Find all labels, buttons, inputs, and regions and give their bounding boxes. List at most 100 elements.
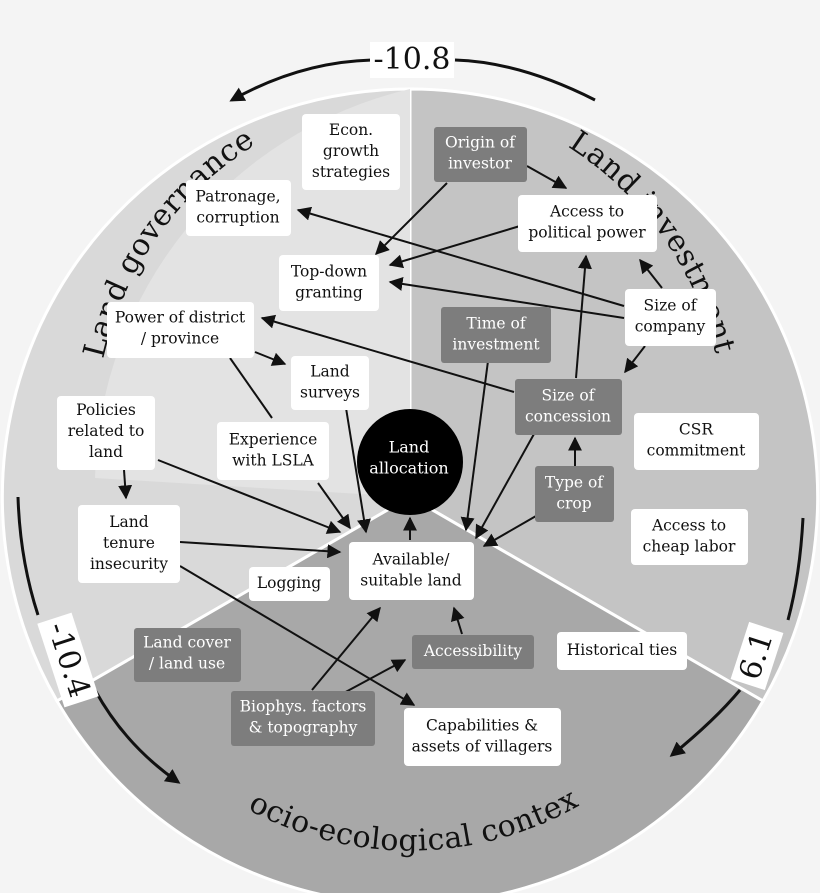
node-historical-ties: Historical ties (557, 632, 687, 670)
node-logging-text: Logging (257, 574, 321, 592)
accessibility-line-1: Accessibility (423, 642, 523, 660)
node-available-land: Available/suitable land (349, 542, 474, 600)
econ-growth-line-2: growth (323, 142, 379, 160)
cheap-labor-line-2: cheap labor (643, 538, 736, 556)
policies-line-1: Policies (76, 401, 136, 419)
node-patronage: Patronage,corruption (186, 180, 291, 236)
node-experience-text: Experience with LSLA (229, 431, 318, 470)
patronage-line-2: corruption (196, 209, 279, 227)
node-top-down: Top-down granting (279, 255, 379, 311)
node-power-district-text: Power of district / province (115, 309, 246, 348)
historical-ties-line-1: Historical ties (567, 641, 678, 659)
econ-growth-line-3: strategies (312, 163, 390, 181)
node-land-allocation-text: Land allocation (369, 437, 448, 477)
edge-company-to-patronage (296, 206, 625, 307)
edge-concession-to-access (575, 254, 592, 379)
land-allocation-line-2: allocation (369, 458, 448, 477)
node-size-concession-text: Size of concession (525, 387, 611, 426)
node-power-district: Power of district / province (107, 302, 254, 358)
land-allocation-line-1: Land (389, 437, 430, 456)
edge-access-to-topdown (388, 225, 521, 269)
value-label-top-bg (370, 42, 454, 78)
land-surveys-line-1: Land (310, 363, 350, 381)
land-tenure-line-1: Land (109, 513, 149, 531)
node-origin-investor: Origin of investor (434, 127, 527, 182)
logging-line-1: Logging (257, 574, 321, 592)
edge-accessibility-to-available (451, 606, 465, 635)
node-econ-growth-text: Econ. growth strategies (312, 121, 390, 181)
edge-tenure-to-available (179, 541, 342, 559)
size-concession-line-2: concession (525, 408, 611, 426)
size-concession-line-1: Size of (542, 387, 596, 405)
node-time-investment: Time of investment (441, 307, 551, 363)
cycle-arrows (16, 58, 805, 782)
node-biophys-text: Biophys. factors & topography (240, 698, 367, 737)
edge-time-to-available (460, 360, 489, 532)
biophys-line-1: Biophys. factors (240, 698, 367, 716)
experience-line-1: Experience (229, 431, 318, 449)
cycle-arrow-right (672, 517, 805, 755)
node-land-cover-text: Land cover/ land use (143, 634, 231, 673)
edge-origin-to-access (526, 165, 568, 189)
capabilities-line-1: Capabilities & (426, 717, 538, 735)
access-political-line-1: Access to (549, 203, 624, 221)
edge-concession-to-power (260, 314, 515, 393)
time-investment-line-1: Time of (466, 315, 526, 333)
edge-concession-to-available (475, 433, 535, 540)
land-cover-line-2: / land use (149, 655, 225, 673)
experience-line-2: with LSLA (232, 452, 315, 470)
edge-policies-to-available (157, 459, 342, 534)
econ-growth-line-1: Econ. (329, 121, 373, 139)
node-capabilities: Capabilities & assets of villagers (404, 708, 561, 766)
value-label-right-bg (730, 621, 784, 691)
cycle-arrow-left (16, 496, 178, 782)
edge-surveys-to-available (345, 407, 371, 534)
edge-company-to-concession (624, 345, 646, 374)
origin-investor-line-1: Origin of (445, 134, 516, 152)
node-biophys: Biophys. factors & topography (231, 691, 375, 746)
time-investment-line-2: investment (452, 336, 540, 354)
node-type-crop-text: Type of crop (545, 474, 604, 513)
edge-origin-to-topdown (375, 182, 448, 255)
node-experience: Experience with LSLA (217, 422, 329, 480)
node-capabilities-text: Capabilities & assets of villagers (412, 717, 553, 756)
size-company-line-2: company (635, 318, 706, 336)
edge-tenure-to-capabilities (179, 565, 416, 706)
power-district-line-2: / province (141, 330, 219, 348)
csr-line-2: commitment (647, 442, 746, 460)
node-available-land-text: Available/suitable land (360, 551, 462, 590)
top-down-line-1: Top-down (291, 263, 367, 281)
available-land-line-1: Available/ (372, 551, 451, 569)
power-district-line-1: Power of district (115, 309, 246, 327)
available-land-line-2: suitable land (360, 572, 462, 590)
edge-power-to-surveys (254, 351, 287, 366)
node-historical-ties-text: Historical ties (567, 641, 678, 659)
type-crop-line-1: Type of (545, 474, 604, 492)
type-crop-line-2: crop (556, 495, 591, 513)
capabilities-line-2: assets of villagers (412, 738, 553, 756)
node-size-concession: Size of concession (515, 379, 622, 435)
edge-policies-to-tenure (118, 469, 133, 500)
top-down-line-2: granting (295, 284, 363, 302)
node-accessibility-text: Accessibility (423, 642, 523, 660)
cycle-arrow-top (232, 58, 596, 100)
edge-power-to-experience (229, 357, 273, 419)
node-land-allocation: Land allocation (357, 409, 463, 515)
origin-investor-line-2: investor (448, 155, 512, 173)
edge-biophys-to-accessibility (339, 659, 407, 696)
biophys-line-2: & topography (249, 719, 358, 737)
edges (118, 165, 663, 706)
edge-experience-to-available (317, 482, 351, 530)
